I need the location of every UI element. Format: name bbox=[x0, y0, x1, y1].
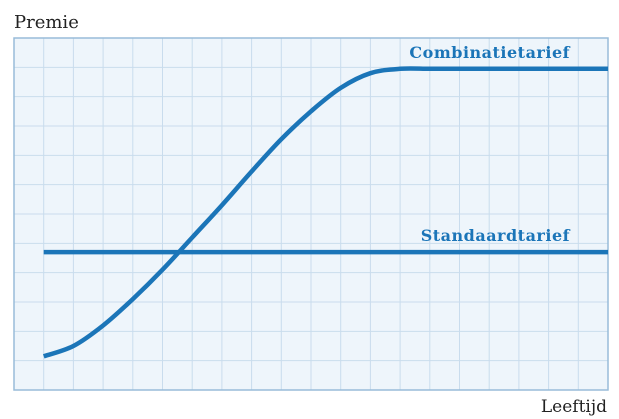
series-label-combinatietarief: Combinatietarief bbox=[409, 43, 570, 62]
plot-frame bbox=[13, 37, 609, 391]
gridlines bbox=[14, 38, 608, 390]
series-line-combinatietarief bbox=[42, 66, 608, 359]
y-axis-title: Premie bbox=[14, 12, 79, 33]
x-axis-title: Leeftijd bbox=[541, 397, 607, 417]
series-label-standaardtarief: Standaardtarief bbox=[421, 226, 571, 245]
